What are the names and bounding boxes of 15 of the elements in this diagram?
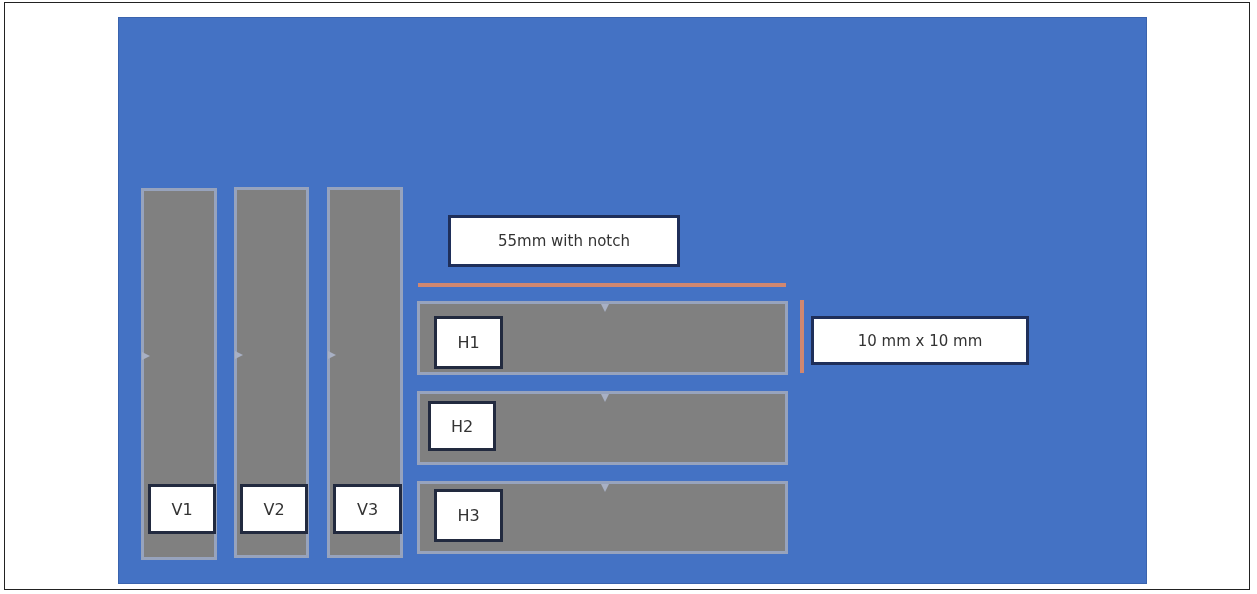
board-background <box>118 17 1147 584</box>
strip-bar <box>327 187 403 558</box>
part-label: V2 <box>240 484 308 534</box>
strip-bar <box>141 188 217 560</box>
part-label: H3 <box>434 489 503 542</box>
dimension-label: 55mm with notch <box>448 215 680 267</box>
part-label: H1 <box>434 316 503 369</box>
dimension-label: 10 mm x 10 mm <box>811 316 1029 365</box>
part-label: V1 <box>148 484 216 534</box>
part-label: H2 <box>428 401 496 451</box>
strip-bar <box>417 301 788 375</box>
strip-bar <box>417 481 788 554</box>
strip-bar <box>234 187 309 558</box>
part-label: V3 <box>333 484 402 534</box>
strip-bar <box>417 391 788 465</box>
